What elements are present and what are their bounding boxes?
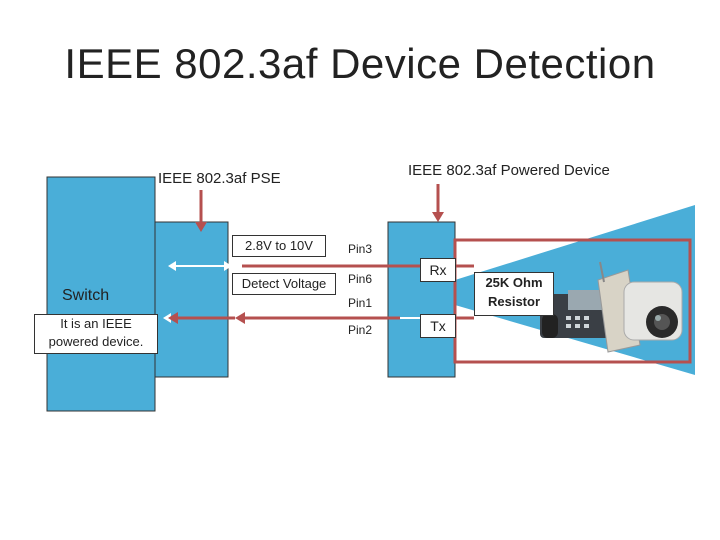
pin-2-label: Pin2 [348,323,373,337]
resistor-box: 25K Ohm Resistor [474,272,554,316]
switch-status-box: It is an IEEE powered device. [34,314,158,354]
slide-title: IEEE 802.3af Device Detection [64,40,656,87]
pin-1-label: Pin1 [348,296,373,310]
pse-label: IEEE 802.3af PSE [158,170,281,187]
resistor-loop [453,238,692,364]
tx-box: Tx [420,314,456,338]
switch-label: Switch [62,287,110,304]
switch-block [46,176,156,412]
security-camera-icon [623,281,683,341]
detect-voltage-box: Detect Voltage [232,273,336,295]
pse-block [154,221,229,378]
voltage-range-box: 2.8V to 10V [232,235,326,257]
powered-device-block [387,221,456,378]
pd-pointer-arrow [432,184,444,222]
pin-3-label: Pin3 [348,242,373,256]
pse-pointer-arrow [195,190,207,232]
powered-device-label: IEEE 802.3af Powered Device [408,162,610,179]
pin-6-label: Pin6 [348,272,373,286]
rx-box: Rx [420,258,456,282]
ip-phone-icon [540,290,610,338]
